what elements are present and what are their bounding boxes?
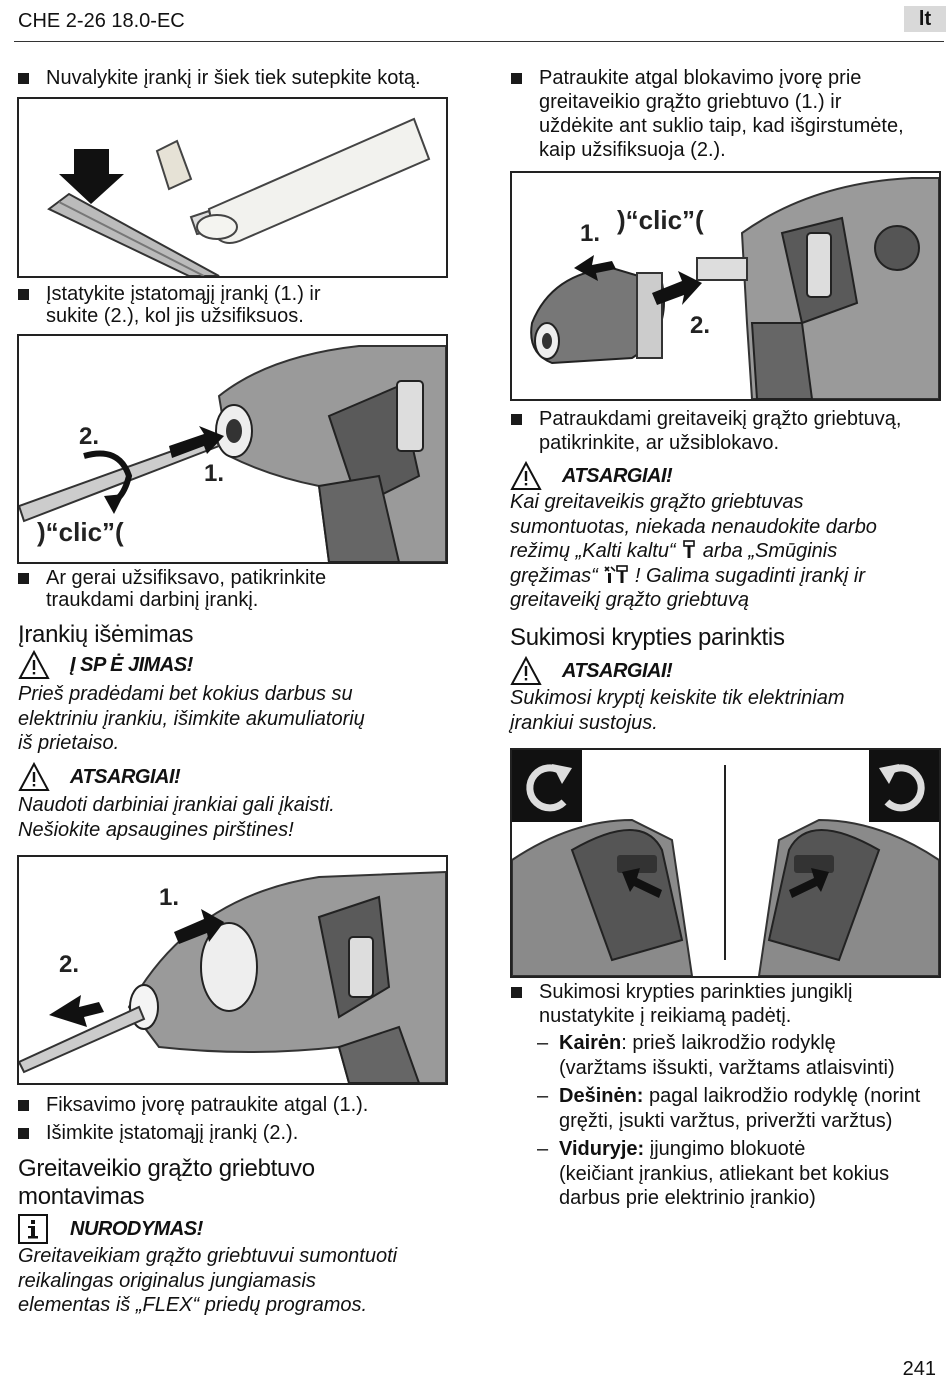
list-item: Sukimosi krypties parinkties jungiklį nu… — [511, 980, 941, 1030]
down-arrow-icon — [59, 149, 124, 204]
remove-bit-illustration: 1. 2. — [19, 857, 446, 1083]
bullet-square-icon — [511, 414, 522, 425]
list-item: Įstatykite įstatomąjį įrankį (1.) ir suk… — [18, 282, 458, 330]
note-label-row: NURODYMAS! — [18, 1214, 438, 1248]
caution-text: Kai greitaveikis grąžto griebtuvas sumon… — [510, 491, 877, 611]
bullet-square-icon — [18, 1128, 29, 1139]
figure-mount-chuck: 1. 2. )“clic”( — [510, 171, 941, 401]
section-heading: Sukimosi krypties parinktis — [510, 624, 785, 651]
caution-text: Sukimosi kryptį keiskite tik elektriniam… — [510, 687, 845, 734]
bullet-square-icon — [18, 1100, 29, 1111]
warning-triangle-icon — [18, 650, 50, 679]
svg-text:1.: 1. — [580, 220, 600, 247]
insert-bit-illustration: 2. 1. )“clic”( — [19, 336, 446, 562]
bullet-square-icon — [511, 73, 522, 84]
svg-text:2.: 2. — [59, 951, 79, 978]
svg-text:1.: 1. — [204, 460, 224, 487]
dash-list-item-center: – Viduryje: įjungimo blokuotė (keičiant … — [537, 1138, 890, 1209]
rotation-switch-illustration — [512, 750, 939, 976]
warning-triangle-icon — [510, 656, 542, 685]
info-icon — [18, 1214, 48, 1244]
caution-text: Naudoti darbiniai įrankiai gali įkaisti.… — [18, 794, 335, 841]
dash-list-item-left: – Kairėn: prieš laikrodžio rodyklę (varž… — [537, 1032, 895, 1079]
tube-cap-icon — [155, 139, 193, 191]
figure-grease-shank — [17, 97, 448, 278]
note-text: Greitaveikiam grąžto griebtuvui sumontuo… — [18, 1245, 398, 1316]
figure-remove-bit: 1. 2. — [17, 855, 448, 1085]
bullet-square-icon — [18, 73, 29, 84]
switch-push-right-arrow-icon — [789, 868, 829, 898]
switch-push-left-arrow-icon — [622, 868, 662, 898]
caution-label-row: ATSARGIAI! — [18, 762, 438, 796]
pull-back-arrow-icon — [574, 255, 616, 281]
page-number: 241 — [902, 1358, 936, 1380]
counterclockwise-arrow-icon — [526, 764, 567, 812]
list-item: Patraukite atgal blokavimo įvorę prie gr… — [511, 66, 941, 166]
section-heading: Įrankių išėmimas — [18, 621, 194, 648]
mount-chuck-illustration: 1. 2. )“clic”( — [512, 173, 939, 399]
svg-text:2.: 2. — [79, 423, 99, 450]
figure-insert-bit: 2. 1. )“clic”( — [17, 334, 448, 564]
svg-text:1.: 1. — [159, 884, 179, 911]
clockwise-arrow-icon — [884, 764, 925, 812]
warning-triangle-icon — [510, 461, 542, 490]
warning-triangle-icon — [18, 762, 50, 791]
svg-text:)“clic”(: )“clic”( — [37, 517, 124, 547]
svg-text:)“clic”(: )“clic”( — [617, 205, 704, 235]
list-item: Ar gerai užsifiksavo, patikrinkite trauk… — [18, 566, 458, 614]
warning-label-row: Į SP Ė JIMAS! — [18, 650, 438, 684]
dash-list-item-right: – Dešinėn: pagal laikrodžio rodyklę (nor… — [537, 1085, 921, 1132]
warning-text: Prieš pradėdami bet kokius darbus su ele… — [18, 683, 365, 754]
bullet-square-icon — [18, 573, 29, 584]
sleeve-arrow-icon — [174, 909, 224, 944]
hammer-drill-mode-icon — [604, 564, 629, 583]
bullet-square-icon — [18, 289, 29, 300]
language-tab: lt — [904, 6, 946, 32]
pull-arrow-icon — [49, 995, 104, 1027]
push-arrow-icon — [652, 271, 702, 305]
caution-label-row: ATSARGIAI! — [510, 461, 930, 495]
grease-tube-illustration — [19, 99, 446, 276]
caution-label-row: ATSARGIAI! — [510, 656, 930, 690]
list-item: Patraukdami greitaveikį grąžto griebtuvą… — [511, 407, 941, 457]
insert-arrow-icon — [169, 426, 224, 458]
figure-rotation-switch — [510, 748, 941, 978]
chisel-mode-icon — [683, 540, 695, 558]
svg-text:2.: 2. — [690, 312, 710, 339]
bullet-square-icon — [511, 987, 522, 998]
header-title: CHE 2-26 18.0-EC — [18, 10, 185, 32]
header-divider — [14, 41, 944, 42]
section-heading: Greitaveikio grąžto griebtuvo montavimas — [18, 1155, 315, 1210]
